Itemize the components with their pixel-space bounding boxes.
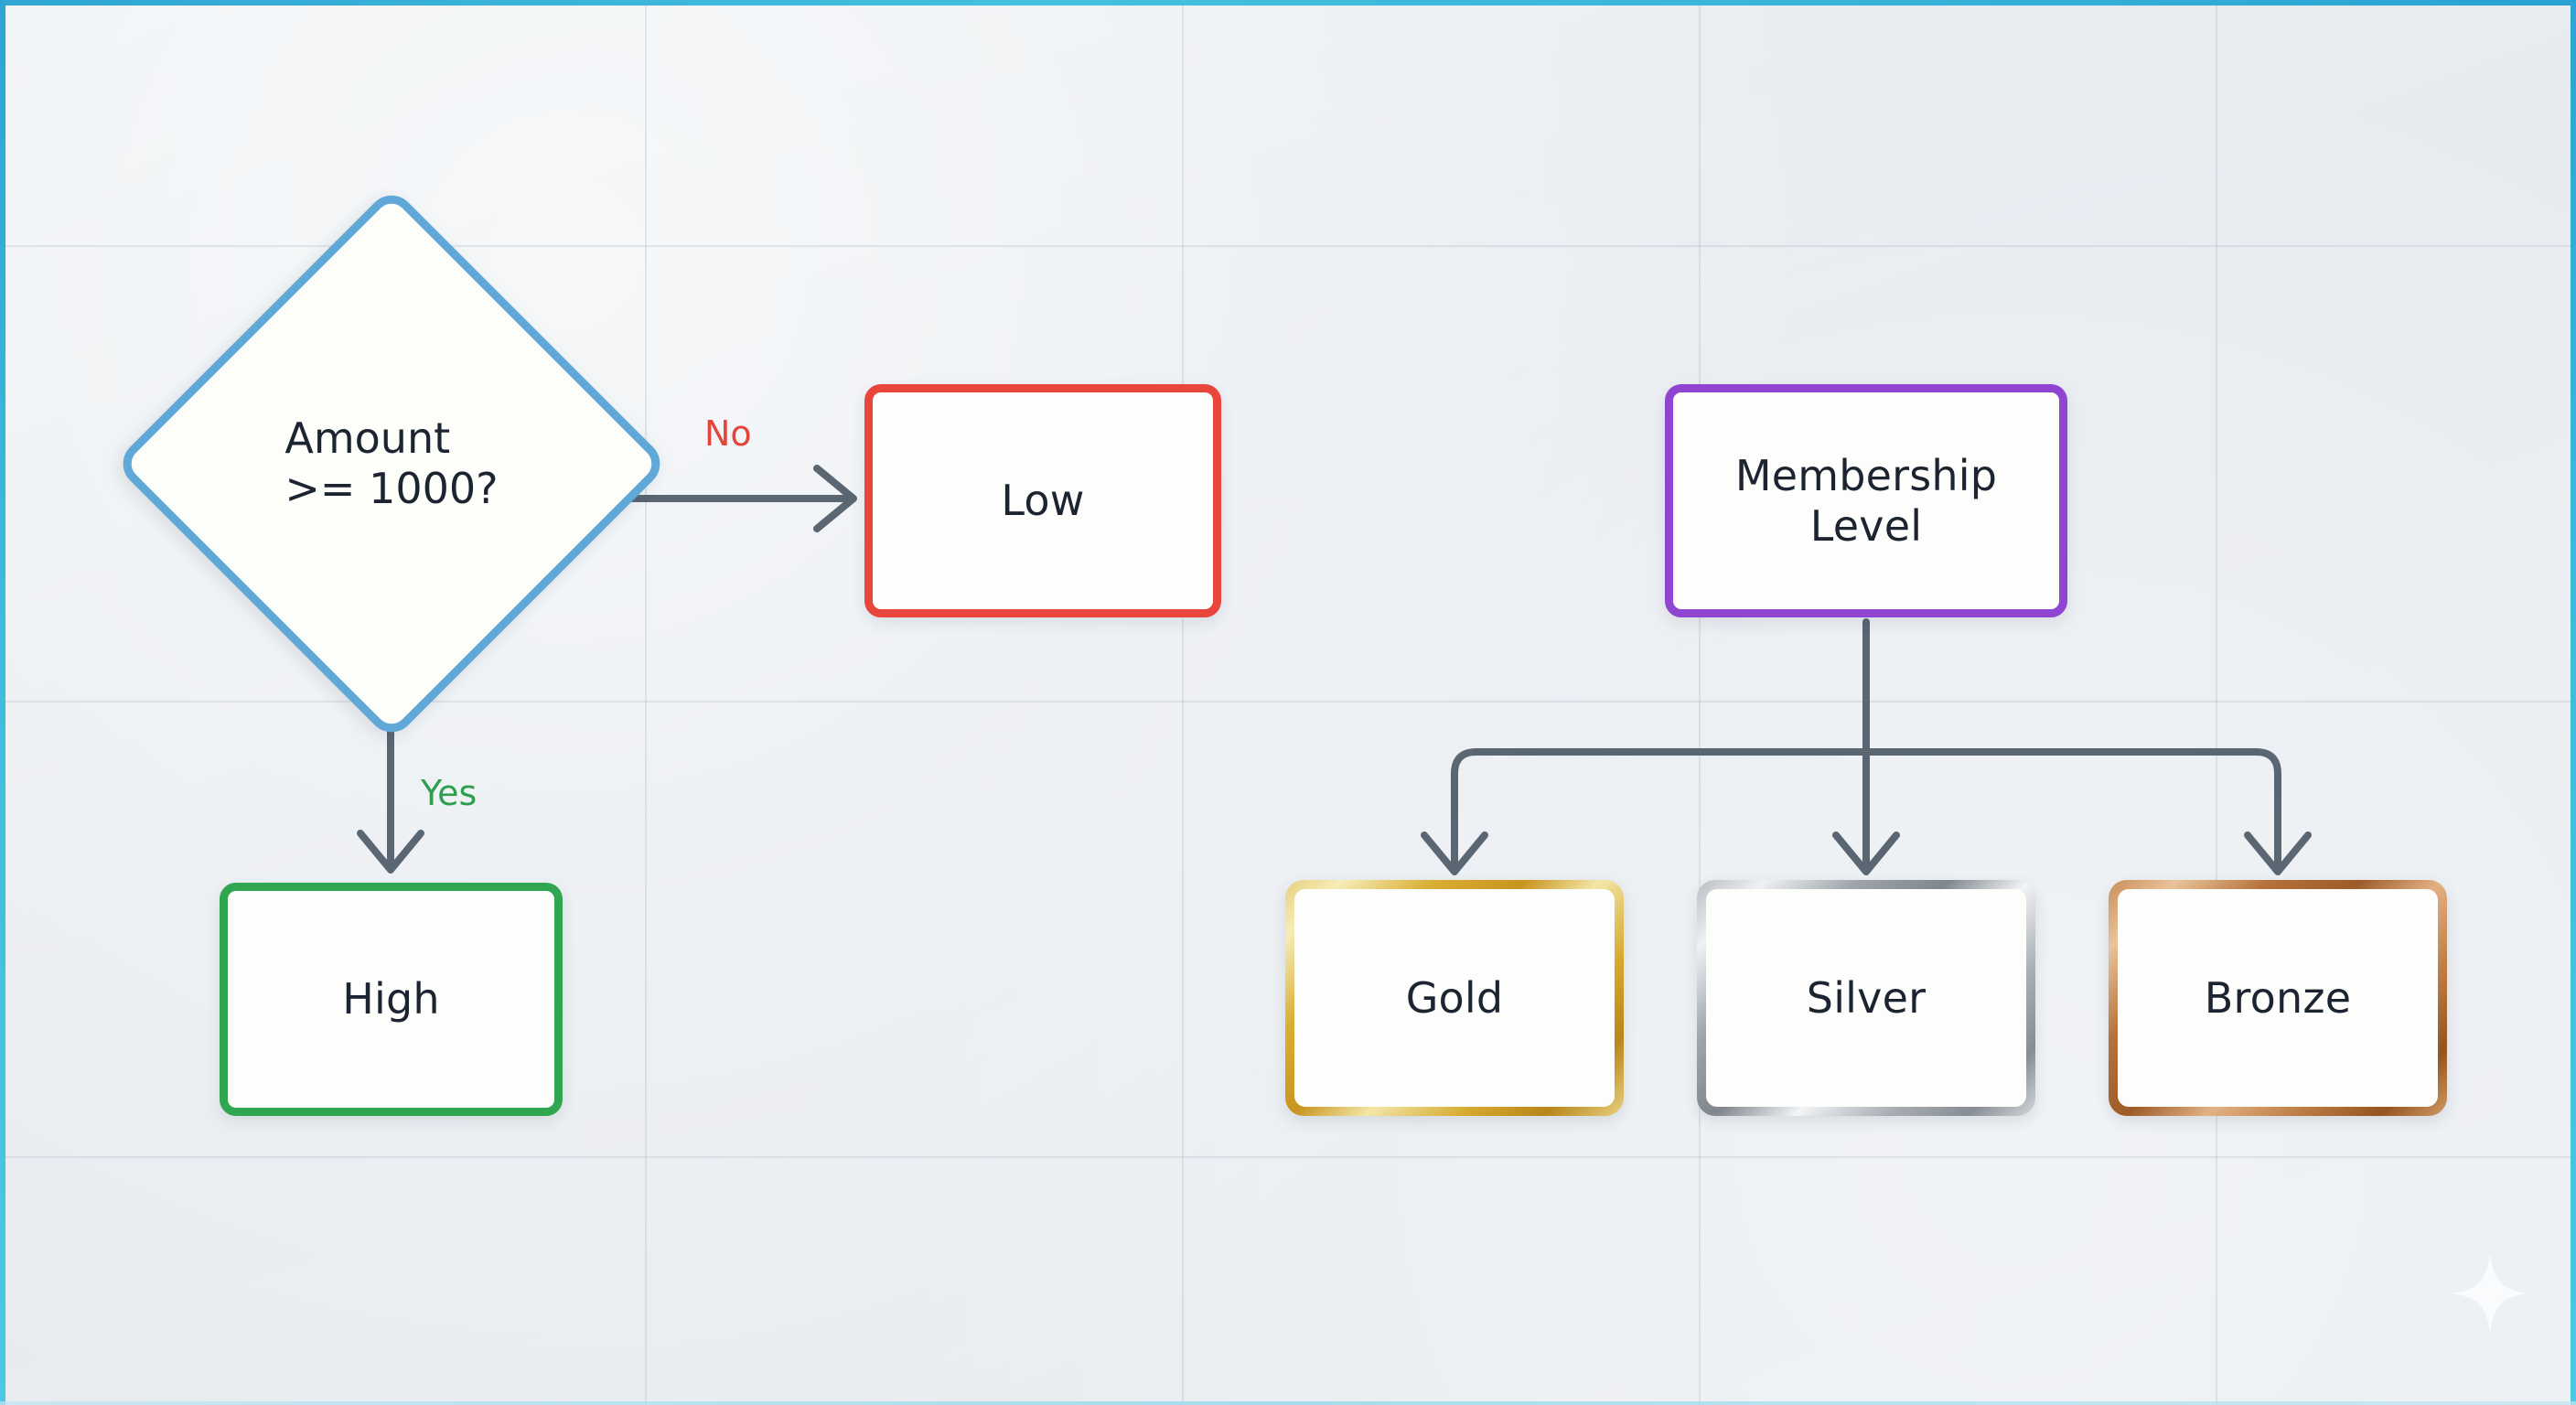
node-high[interactable]: High xyxy=(220,883,563,1116)
arrowhead-gold xyxy=(1421,831,1488,875)
canvas-frame-left xyxy=(0,0,5,1405)
node-gold[interactable]: Gold xyxy=(1285,880,1624,1116)
node-silver-inner: Silver xyxy=(1706,889,2026,1107)
grid-line-vertical xyxy=(1699,0,1701,1405)
node-label-membership: Membership Level xyxy=(1734,451,1998,551)
node-label-gold: Gold xyxy=(1405,972,1504,1023)
arrowhead-yes xyxy=(357,830,424,874)
grid-line-horizontal xyxy=(0,701,2576,702)
node-low[interactable]: Low xyxy=(864,384,1221,617)
arrowhead-no xyxy=(813,465,857,532)
canvas-frame-bottom xyxy=(0,1401,2576,1405)
canvas-frame-right xyxy=(2571,0,2576,1405)
grid-line-vertical xyxy=(2216,0,2217,1405)
node-label-low: Low xyxy=(1001,476,1085,526)
node-membership-level[interactable]: Membership Level xyxy=(1665,384,2067,617)
grid-line-horizontal xyxy=(0,1156,2576,1158)
sparkle-icon xyxy=(2452,1253,2528,1334)
grid-line-vertical xyxy=(1182,0,1184,1405)
grid-line-horizontal xyxy=(0,245,2576,247)
node-decision-amount[interactable]: Amount >= 1000? xyxy=(113,185,671,743)
edge-label-no: No xyxy=(704,413,752,454)
node-gold-inner: Gold xyxy=(1294,889,1615,1107)
canvas-frame-top xyxy=(0,0,2576,5)
edge-label-yes: Yes xyxy=(421,773,478,813)
node-label-high: High xyxy=(342,974,440,1024)
arrowhead-silver xyxy=(1832,831,1900,875)
node-label-silver: Silver xyxy=(1806,972,1927,1023)
node-silver[interactable]: Silver xyxy=(1697,880,2035,1116)
node-label-decision: Amount >= 1000? xyxy=(284,413,499,513)
arrowhead-bronze xyxy=(2244,831,2312,875)
node-bronze[interactable]: Bronze xyxy=(2109,880,2447,1116)
node-bronze-inner: Bronze xyxy=(2118,889,2438,1107)
grid-line-vertical xyxy=(645,0,647,1405)
node-label-bronze: Bronze xyxy=(2204,972,2352,1023)
